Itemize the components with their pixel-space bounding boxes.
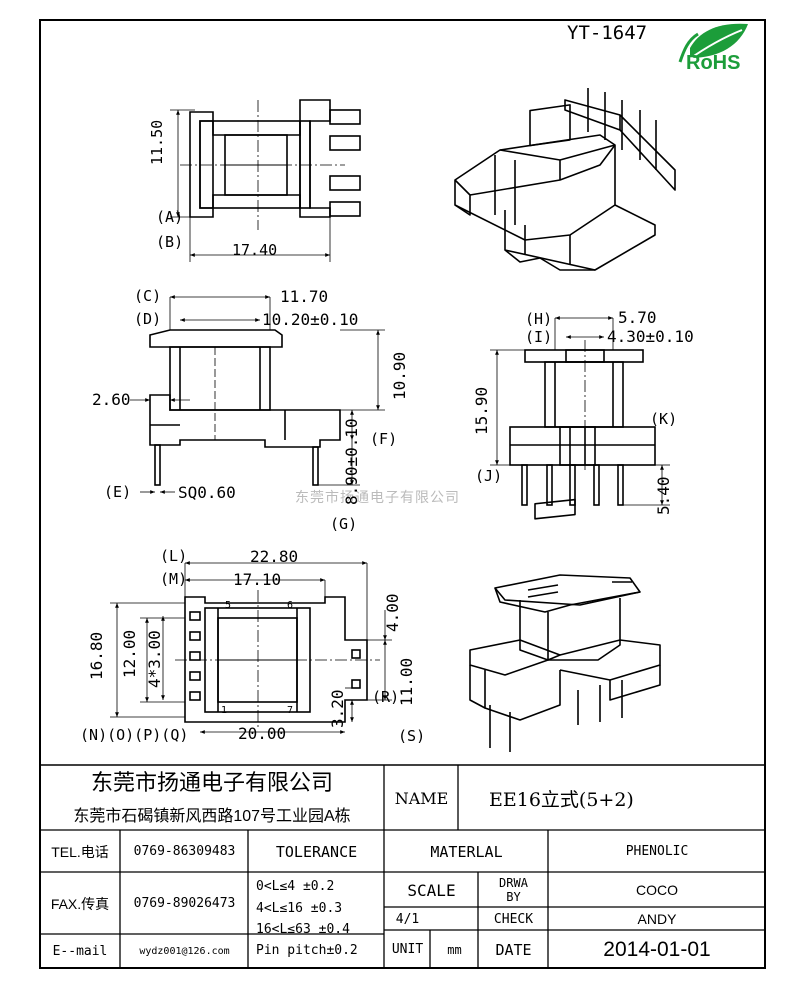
leaf-icon: [678, 23, 748, 63]
label-a: (A): [156, 208, 184, 226]
dim-front-left: 2.60: [92, 390, 131, 409]
pin-number: 1: [221, 705, 228, 716]
fax-value: 0769-89026473: [133, 896, 236, 911]
tolerance-row: 16<L≤63 ±0.4: [256, 922, 350, 937]
dim-front-sq: SQ0.60: [178, 483, 236, 502]
label-c: (C): [134, 287, 162, 305]
part-number: YT-1647: [567, 22, 648, 44]
label-m: (M): [160, 570, 188, 588]
dim-front-height: 10.90: [390, 351, 409, 400]
label-s: (S): [398, 727, 426, 745]
label-i: (I): [525, 328, 553, 346]
bottom-view: [110, 561, 392, 734]
dim-bottom-inner: 12.00: [120, 629, 139, 678]
rohs-logo-text: RoHS: [686, 52, 741, 74]
dim-side-h: 5.70: [618, 308, 657, 327]
dim-top-width: 17.40: [232, 241, 278, 259]
tolerance-label: TOLERANCE: [275, 842, 358, 861]
label-n-o-p-q: (N)(O)(P)(Q): [80, 726, 189, 744]
name-label: NAME: [394, 788, 449, 808]
part-name: EE16立式(5+2): [489, 788, 634, 811]
dim-bottom-right: 4.00: [383, 593, 402, 632]
pin-number: 6: [287, 600, 294, 611]
pin-number: 7: [287, 705, 294, 716]
label-d: (D): [134, 310, 162, 328]
dim-bottom-width: 20.00: [238, 724, 287, 743]
label-k: (K): [650, 410, 678, 428]
material-value: PHENOLIC: [625, 844, 689, 859]
tel-label: TEL.电话: [51, 843, 109, 860]
isometric-view-top: [454, 88, 676, 271]
front-view: [130, 295, 385, 494]
title-block-grid: [40, 765, 765, 968]
isometric-view-bottom: [469, 498, 661, 752]
drawn-by-label-line1: DRWA: [499, 876, 528, 890]
dim-front-pin: 8.90±0.10: [342, 418, 361, 505]
fax-label: FAX.传真: [50, 895, 110, 912]
tolerance-row: Pin pitch±0.2: [256, 943, 358, 958]
email-value: wydz001@126.com: [139, 946, 230, 957]
top-view: [170, 99, 361, 262]
dim-bottom-pitch: 4*3.00: [145, 630, 164, 688]
tolerance-row: 4<L≤16 ±0.3: [256, 901, 343, 916]
dim-front-d: 10.20±0.10: [262, 310, 359, 329]
drawn-by-value: COCO: [636, 882, 678, 898]
pin-number: 5: [225, 600, 232, 611]
label-j: (J): [475, 467, 503, 485]
date-value: 2014-01-01: [603, 937, 711, 961]
dim-bottom-small: 3.20: [328, 689, 347, 728]
check-value: ANDY: [637, 911, 677, 927]
label-f: (F): [370, 430, 398, 448]
scale-value: 4/1: [395, 911, 420, 927]
tolerance-row: 0<L≤4 ±0.2: [256, 879, 335, 894]
watermark: 东莞市扬通电子有限公司: [295, 489, 460, 505]
label-h: (H): [525, 310, 553, 328]
company-name: 东莞市扬通电子有限公司: [90, 770, 333, 795]
unit-label: UNIT: [391, 942, 424, 957]
label-l: (L): [160, 547, 188, 565]
dim-side-pin: 5.40: [654, 476, 673, 515]
material-label: MATERLAL: [430, 842, 503, 861]
label-r: (R): [372, 688, 400, 706]
drawn-by-label: DRWA BY: [479, 873, 548, 907]
dim-bottom-l: 22.80: [250, 547, 299, 566]
label-b: (B): [156, 233, 184, 251]
dim-bottom-right2: 11.00: [397, 657, 416, 706]
check-label: CHECK: [493, 911, 534, 927]
dim-front-c: 11.70: [280, 287, 329, 306]
label-g: (G): [330, 515, 358, 533]
label-e: (E): [104, 483, 132, 501]
email-label: E--mail: [52, 944, 108, 959]
company-address: 东莞市石碣镇新风西路107号工业园A栋: [73, 808, 351, 825]
sheet-border: [39, 19, 766, 969]
dim-bottom-outer: 16.80: [87, 631, 106, 680]
dim-side-height: 15.90: [472, 386, 491, 435]
unit-value: mm: [447, 942, 462, 957]
drawn-by-label-line2: BY: [506, 890, 521, 904]
scale-label: SCALE: [407, 880, 456, 900]
dim-bottom-m: 17.10: [233, 570, 282, 589]
dim-top-height: 11.50: [148, 119, 166, 165]
dim-side-i: 4.30±0.10: [607, 327, 694, 346]
side-view: [490, 316, 670, 506]
date-label: DATE: [495, 940, 532, 959]
tel-value: 0769-86309483: [133, 844, 236, 859]
